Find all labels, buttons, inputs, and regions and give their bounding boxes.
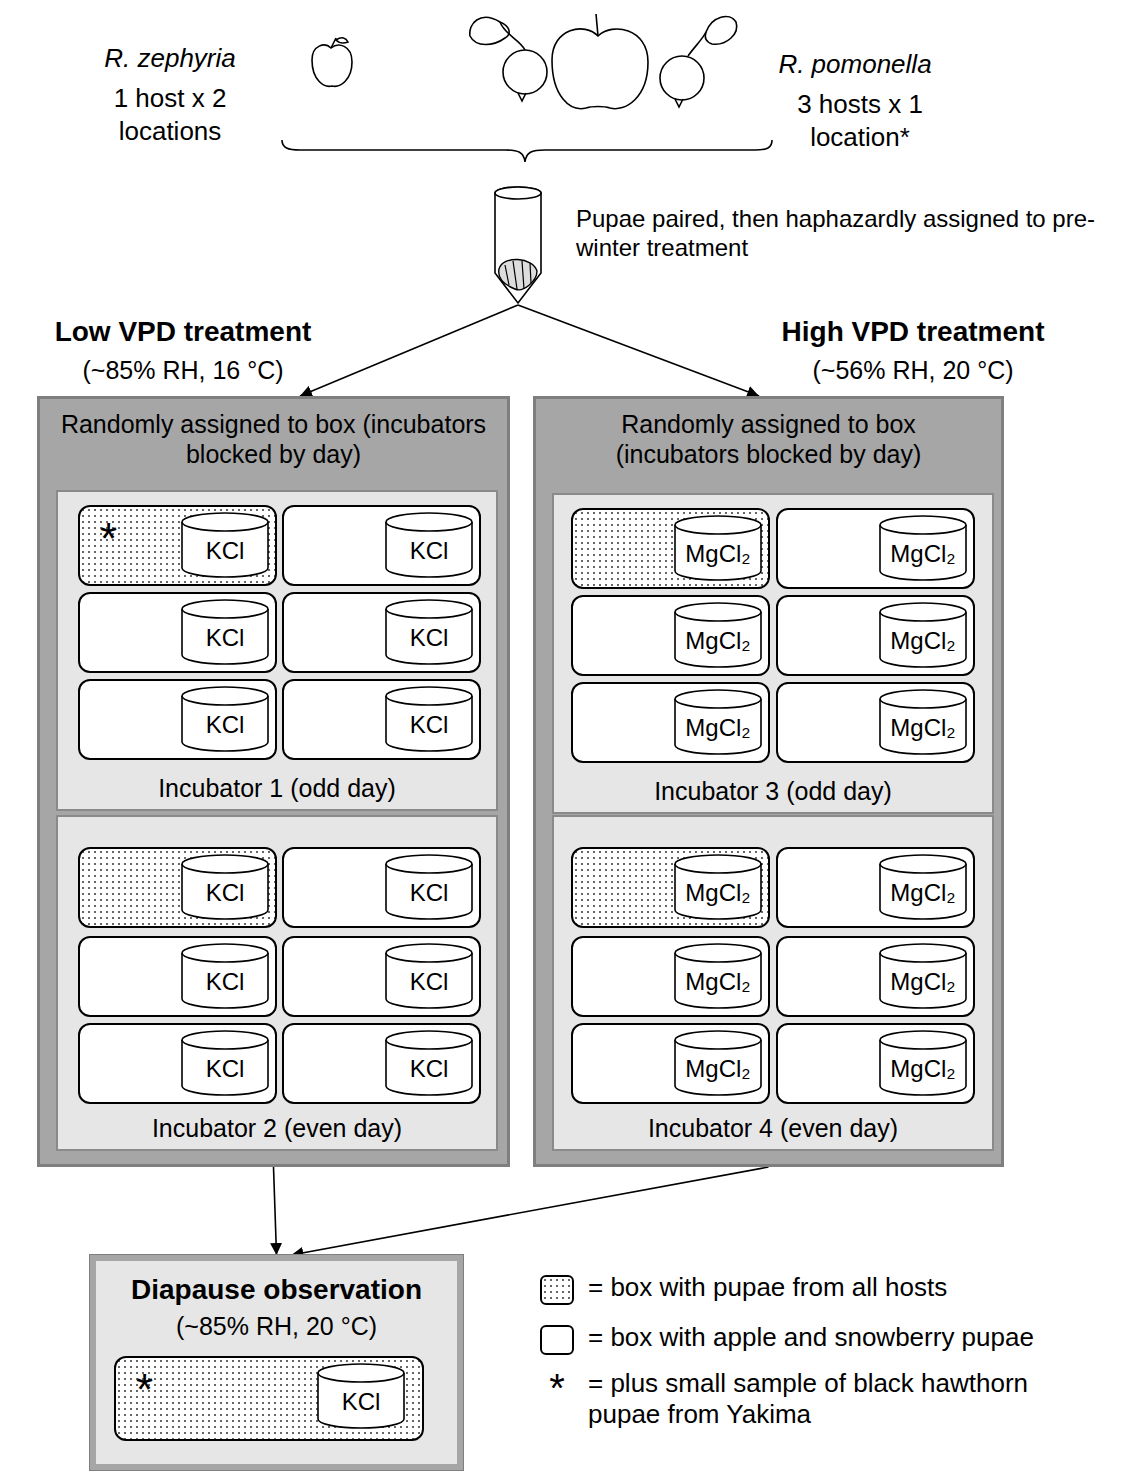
box-box: MgCl₂: [776, 595, 975, 676]
treat-box: High VPD treatment(~56% RH, 20 °C)Random…: [533, 396, 1004, 1167]
node-text: MgCl₂: [878, 968, 968, 997]
node-text: Pupae paired, then haphazardly assigned …: [576, 205, 1121, 263]
node-text: MgCl₂: [673, 879, 763, 908]
node-text: MgCl₂: [878, 540, 968, 569]
node-text: KCl: [384, 624, 474, 653]
inc-box: Incubator 2 (even day)KClKClKClKClKClKCl: [56, 815, 498, 1151]
box-box: KCl: [282, 936, 481, 1017]
node-text: MgCl₂: [673, 540, 763, 569]
box-box: MgCl₂: [571, 847, 770, 928]
box-box: KCl: [282, 679, 481, 760]
box-box: KCl: [282, 847, 481, 928]
node-text: MgCl₂: [673, 714, 763, 743]
source-label: R. zephyria: [70, 42, 270, 75]
node-text: KCl: [180, 537, 270, 566]
box-box: * KCl: [78, 505, 277, 586]
box-box: KCl: [78, 679, 277, 760]
box-box: KCl: [78, 592, 277, 673]
legend-text: = box with pupae from all hosts: [588, 1272, 1118, 1303]
node-text: KCl: [384, 537, 474, 566]
node-text: KCl: [384, 879, 474, 908]
box-box: MgCl₂: [776, 508, 975, 589]
node-text: KCl: [384, 968, 474, 997]
arrow-connector: [518, 305, 759, 396]
node-text: MgCl₂: [878, 879, 968, 908]
node-text: (~56% RH, 20 °C): [743, 355, 1083, 385]
node-text: KCl: [180, 624, 270, 653]
box-box: MgCl₂: [776, 1023, 975, 1104]
dotted-box-swatch: [540, 1275, 574, 1305]
box-box: MgCl₂: [571, 595, 770, 676]
source-label: 3 hosts x 1 location*: [765, 88, 955, 153]
node-text: High VPD treatment: [733, 315, 1093, 349]
node-text: Incubator 3 (odd day): [554, 776, 992, 806]
node-text: Incubator 1 (odd day): [58, 773, 496, 803]
treat-box: Low VPD treatment(~85% RH, 16 °C)Randoml…: [37, 396, 510, 1167]
node-text: *: [100, 517, 117, 561]
node-text: KCl: [180, 968, 270, 997]
legend-text: = box with apple and snowberry pupae: [588, 1322, 1118, 1353]
box-box: KCl: [78, 847, 277, 928]
node-text: (~85% RH, 16 °C): [13, 355, 353, 385]
box-box: KCl: [78, 936, 277, 1017]
node-text: Incubator 2 (even day): [58, 1113, 496, 1143]
node-text: MgCl₂: [673, 968, 763, 997]
arrow-connector: [274, 1167, 277, 1255]
inc-box: Incubator 3 (odd day) MgCl₂ MgCl₂ MgCl₂ MgCl…: [552, 493, 994, 814]
node-text: MgCl₂: [673, 1055, 763, 1084]
inc-box: Incubator 1 (odd day)*KClKClKClKClKClKCl: [56, 490, 498, 811]
node-text: KCl: [316, 1388, 406, 1417]
node-text: Low VPD treatment: [3, 315, 363, 349]
asterisk-sample: *: [537, 1368, 577, 1408]
box-box: KCl: [78, 1023, 277, 1104]
diap-box: Diapause observation (~85% RH, 20 °C) * KCl: [90, 1255, 463, 1470]
box-box: KCl: [282, 505, 481, 586]
node-text: KCl: [180, 879, 270, 908]
source-label: R. pomonella: [755, 48, 955, 81]
node-text: KCl: [180, 711, 270, 740]
arrow-connector: [291, 1167, 768, 1255]
box-box: MgCl₂: [776, 682, 975, 763]
box-box: MgCl₂: [571, 682, 770, 763]
node-text: Diapause observation: [96, 1273, 457, 1307]
box-box: MgCl₂: [776, 847, 975, 928]
box-box: KCl: [282, 592, 481, 673]
box-box: MgCl₂: [776, 936, 975, 1017]
node-text: (~85% RH, 20 °C): [96, 1311, 457, 1341]
node-text: MgCl₂: [878, 627, 968, 656]
node-text: MgCl₂: [673, 627, 763, 656]
source-label: 1 host x 2 locations: [75, 82, 265, 147]
node-text: *: [136, 1368, 153, 1412]
node-text: KCl: [384, 711, 474, 740]
node-text: Randomly assigned to box (incubators blo…: [556, 409, 981, 469]
plain-box-swatch: [540, 1325, 574, 1355]
box-box: MgCl₂: [571, 508, 770, 589]
tube-box: Pupae paired, then haphazardly assigned …: [493, 185, 543, 305]
node-text: Randomly assigned to box (incubators blo…: [60, 409, 487, 469]
arrow-connector: [300, 305, 518, 396]
box-box: MgCl₂: [571, 1023, 770, 1104]
node-text: KCl: [384, 1055, 474, 1084]
node-text: Incubator 4 (even day): [554, 1113, 992, 1143]
tube-icon: [493, 185, 543, 305]
box-box: KCl: [282, 1023, 481, 1104]
node-text: MgCl₂: [878, 714, 968, 743]
box-box: MgCl₂: [571, 936, 770, 1017]
inc-box: Incubator 4 (even day) MgCl₂ MgCl₂ MgCl₂ MgC…: [552, 815, 994, 1151]
legend-text: = plus small sample of black hawthorn pu…: [588, 1368, 1088, 1430]
box-box: * KCl: [114, 1356, 424, 1441]
node-text: KCl: [180, 1055, 270, 1084]
node-text: MgCl₂: [878, 1055, 968, 1084]
